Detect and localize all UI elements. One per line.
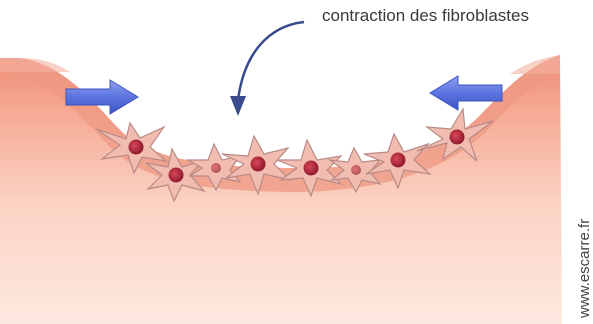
skin-surface-right bbox=[510, 55, 560, 74]
diagram-caption: contraction des fibroblastes bbox=[322, 6, 587, 26]
skin-surface-left bbox=[0, 58, 70, 72]
curved-arrow-down-icon bbox=[230, 22, 304, 116]
watermark-credit: www.escarre.fr bbox=[576, 219, 593, 318]
